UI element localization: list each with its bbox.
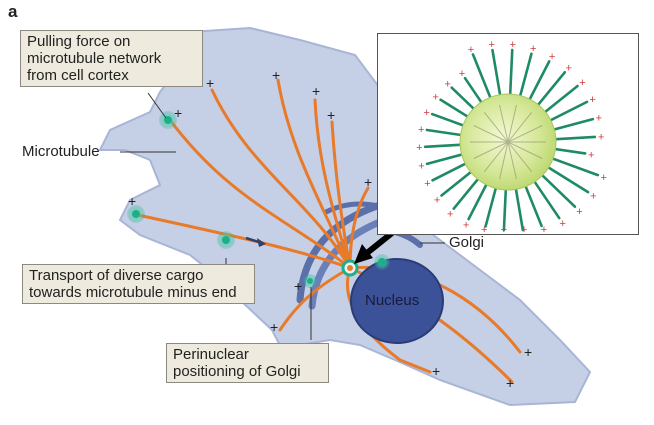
aster-illustration: ++++++++++++++++++++++++++++++ [416,39,607,236]
aster-inner-ray [499,141,509,180]
plus-end-mark: + [416,142,422,154]
pulling-force-callout: Pulling force on microtubule network fro… [20,30,203,87]
plus-end-mark: + [541,224,547,236]
plus-end-mark: + [481,224,487,236]
aster-inner-ray [483,111,509,143]
plus-end-mark: + [418,124,424,136]
plus-ends: + + + + + + + + + + + + [128,67,532,391]
nucleus [350,258,444,344]
plus-end-mark: + [424,107,430,119]
aster-inner-ray [507,141,517,180]
plus-end-mark: + [560,218,566,230]
plus-end-mark: + [530,43,536,55]
aster-inner-ray [499,104,509,143]
plus-end-mark: + [510,39,516,51]
plus-end-mark: + [418,160,424,172]
svg-text:+: + [312,83,320,99]
aster-inner-ray [483,141,509,173]
svg-text:+: + [174,105,182,121]
plus-end-mark: + [447,208,453,220]
aster-inner-rays [470,104,546,180]
plus-end-mark: + [488,39,494,51]
svg-text:+: + [506,375,514,391]
svg-text:+: + [270,319,278,335]
svg-text:+: + [524,344,532,360]
plus-end-mark: + [579,77,585,89]
plus-end-mark: + [576,206,582,218]
plus-end-mark: + [598,132,604,144]
plus-end-mark: + [444,78,450,90]
panel-letter: a [8,2,18,21]
svg-text:+: + [432,363,440,379]
motor-proteins [127,111,390,288]
microtubule-label: Microtubule [22,143,100,160]
microtubule-aster-inset: ++++++++++++++++++++++++++++++ [377,33,639,236]
plus-end-mark: + [468,44,474,56]
plus-end-mark: + [459,68,465,80]
aster-inner-ray [473,125,509,143]
plus-end-mark: + [424,178,430,190]
aster-inner-ray [507,125,543,143]
svg-text:+: + [272,67,280,83]
svg-text:+: + [294,278,302,294]
plus-end-mark: + [463,219,469,231]
transport-callout: Transport of diverse cargo towards micro… [22,264,255,304]
perinuclear-callout: Perinuclear positioning of Golgi [166,343,329,383]
aster-inner-ray [507,111,533,143]
nucleus-label: Nucleus [365,292,420,309]
svg-text:+: + [364,174,372,190]
plus-end-mark: + [589,94,595,106]
plus-end-mark: + [566,63,572,75]
plus-end-mark: + [588,149,594,161]
plus-end-mark: + [434,194,440,206]
aster-inner-ray [507,141,533,173]
plus-end-mark: + [501,224,507,236]
aster-inner-ray [473,141,509,159]
plus-end-mark: + [596,112,602,124]
svg-text:+: + [327,107,335,123]
svg-text:+: + [128,193,136,209]
golgi-label: Golgi [449,234,485,251]
plus-end-mark: + [521,224,527,236]
plus-end-mark: + [600,172,606,184]
plus-end-mark: + [549,51,555,63]
aster-inner-ray [507,104,517,143]
aster-plus-ends: ++++++++++++++++++++++++++++++ [416,39,607,236]
plus-end-mark: + [433,92,439,104]
aster-inner-ray [507,141,543,159]
plus-end-mark: + [590,190,596,202]
svg-text:+: + [206,75,214,91]
